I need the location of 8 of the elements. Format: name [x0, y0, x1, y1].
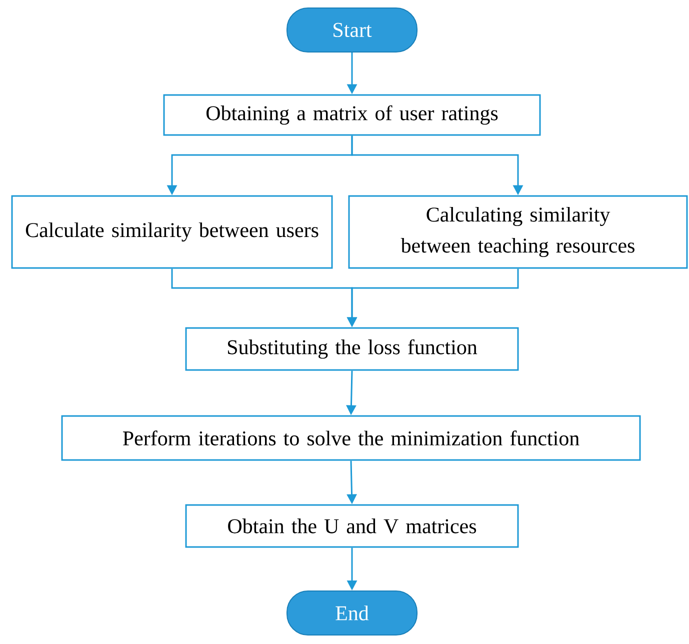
process-box: Substituting the loss function	[185, 327, 519, 371]
process-box: Perform iterations to solve the minimization function	[61, 415, 641, 461]
process-box: Calculating similarity between teaching resources	[348, 195, 688, 269]
process-box: Obtain the U and V matrices	[185, 504, 519, 548]
terminator-box: Start	[286, 8, 418, 52]
process-box: Obtaining a matrix of user ratings	[163, 94, 541, 136]
terminator-box: End	[286, 590, 418, 636]
process-box: Calculate similarity between users	[11, 195, 333, 269]
